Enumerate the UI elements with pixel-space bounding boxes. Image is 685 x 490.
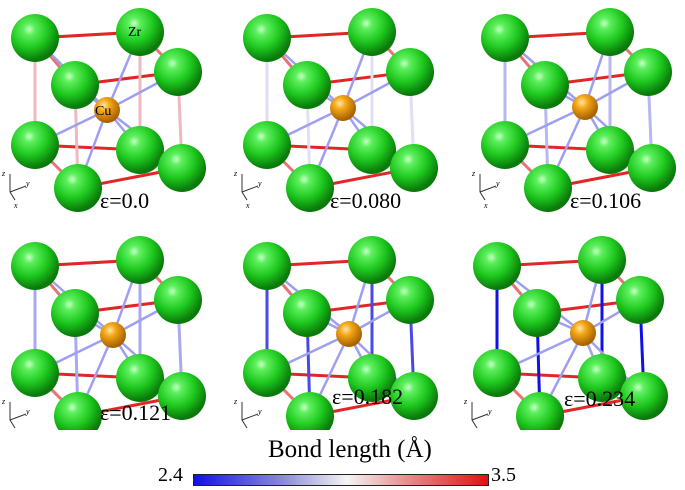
- axis-x-label: x: [13, 201, 18, 210]
- axis-z-label: z: [233, 397, 238, 406]
- zr-atom: [386, 48, 434, 96]
- strain-label-p6: ε=0.234: [564, 386, 636, 411]
- zr-atom: [11, 349, 59, 397]
- zr-atom: [286, 392, 334, 430]
- zr-atom: [116, 236, 164, 284]
- zr-atom: [348, 354, 396, 402]
- axis-y-label: y: [257, 179, 262, 188]
- zr-atom: [158, 144, 206, 192]
- zr-atom: [390, 144, 438, 192]
- axis-x-label: x: [245, 201, 250, 210]
- zr-atom: [283, 289, 331, 337]
- zr-atom: [586, 126, 634, 174]
- axis-triad: z y x: [1, 397, 30, 430]
- crystal-panel-p5: z y x: [233, 236, 438, 430]
- colorbar-min-label: 2.4: [158, 464, 183, 486]
- zr-atom: [243, 14, 291, 62]
- zr-atom: [586, 8, 634, 56]
- zr-atom: [348, 236, 396, 284]
- strain-label-p2: ε=0.080: [330, 188, 402, 213]
- axis-x-label: x: [245, 429, 250, 430]
- strain-label-p1: ε=0.0: [100, 188, 150, 213]
- axis-y-label: y: [257, 407, 262, 416]
- zr-atom: [283, 61, 331, 109]
- colorbar-max-label: 3.5: [491, 464, 516, 486]
- axis-z-label: z: [1, 397, 6, 406]
- zr-atom: [628, 144, 676, 192]
- zr-atom: [620, 372, 668, 420]
- cu-atom: [336, 321, 362, 347]
- crystal-panel-p2: z y x: [233, 8, 438, 212]
- zr-atom: [286, 164, 334, 212]
- axis-x-label: x: [483, 201, 488, 210]
- cu-atom: [94, 97, 120, 123]
- zr-atom: [116, 126, 164, 174]
- zr-atom: [116, 354, 164, 402]
- zr-atom: [51, 61, 99, 109]
- zr-atom: [578, 354, 626, 402]
- zr-atom: [616, 276, 664, 324]
- zr-atom: [624, 48, 672, 96]
- zr-atom: [481, 14, 529, 62]
- zr-atom: [54, 164, 102, 212]
- zr-label: Zr: [128, 25, 142, 40]
- zr-atom: [51, 289, 99, 337]
- axis-y-label: y: [495, 179, 500, 188]
- zr-atom: [524, 164, 572, 212]
- zr-atom: [54, 392, 102, 430]
- cu-atom: [330, 95, 356, 121]
- strain-label-p5: ε=0.182: [332, 384, 404, 409]
- crystal-panel-p3: z y x: [471, 8, 676, 212]
- zr-atom: [154, 48, 202, 96]
- zr-atom: [243, 121, 291, 169]
- cu-label: Cu: [95, 104, 111, 119]
- axis-triad: z y x: [233, 169, 262, 210]
- zr-atom: [243, 242, 291, 290]
- axis-triad: z y x: [1, 169, 30, 210]
- zr-atom: [473, 349, 521, 397]
- cu-atom: [572, 94, 598, 120]
- zr-atom: [348, 8, 396, 56]
- zr-atom: [11, 14, 59, 62]
- zr-atom: [243, 349, 291, 397]
- strain-label-p4: ε=0.121: [100, 400, 172, 425]
- zr-atom: [158, 372, 206, 420]
- crystal-panel-p6: z y x: [463, 236, 668, 430]
- zr-atom: [154, 276, 202, 324]
- zr-atom: [516, 392, 564, 430]
- axis-triad: z y x: [471, 169, 500, 210]
- zr-atom: [348, 126, 396, 174]
- zr-atom: [11, 121, 59, 169]
- zr-atom: [481, 121, 529, 169]
- cu-atom: [100, 322, 126, 348]
- cu-atom: [570, 320, 596, 346]
- zr-atom: [11, 242, 59, 290]
- zr-atom: [390, 372, 438, 420]
- axis-y-label: y: [25, 407, 30, 416]
- zr-atom: [521, 61, 569, 109]
- zr-atom: [116, 8, 164, 56]
- zr-atom: [513, 289, 561, 337]
- zr-atom: [386, 276, 434, 324]
- axis-triad: z y x: [463, 397, 492, 430]
- axis-x-label: x: [475, 429, 480, 430]
- colorbar-title: Bond length (Å): [268, 436, 432, 463]
- zr-atom: [578, 236, 626, 284]
- strain-label-p3: ε=0.106: [570, 188, 642, 213]
- crystal-panel-p4: z y x: [1, 236, 206, 430]
- axis-y-label: y: [25, 179, 30, 188]
- axis-z-label: z: [1, 169, 6, 178]
- axis-z-label: z: [463, 397, 468, 406]
- axis-y-label: y: [487, 407, 492, 416]
- axis-triad: z y x: [233, 397, 262, 430]
- zr-atom: [473, 242, 521, 290]
- axis-z-label: z: [233, 169, 238, 178]
- colorbar: [193, 474, 489, 486]
- axis-x-label: x: [13, 429, 18, 430]
- axis-z-label: z: [471, 169, 476, 178]
